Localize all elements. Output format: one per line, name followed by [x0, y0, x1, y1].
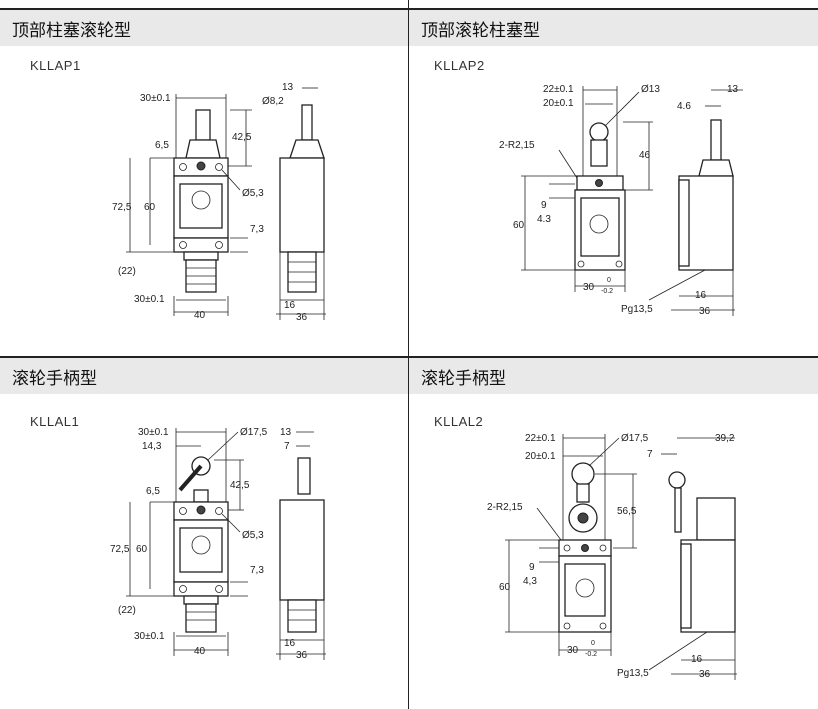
dimension-lines: [505, 434, 737, 680]
model-label-kllal2: KLLAL2: [434, 414, 484, 429]
dim-label: 42,5: [230, 480, 250, 491]
model-label-kllal1: KLLAL1: [30, 414, 80, 429]
model-label-kllap2: KLLAP2: [434, 58, 485, 73]
dim-label: 0: [607, 277, 611, 284]
front-view: [173, 456, 229, 633]
dim-label: 14,3: [142, 441, 162, 452]
dim-label: 30±0.1: [134, 294, 165, 305]
dim-label: 0: [591, 640, 595, 647]
drawing-kllap1: 30±0.1 13 Ø8,2 6,5 42,5 Ø5,3 72,5 60 7,3…: [112, 82, 326, 323]
dim-label: 60: [144, 202, 156, 213]
dim-label: 40: [194, 646, 206, 657]
dim-label: 16: [695, 290, 707, 301]
dim-label: 9: [541, 200, 547, 211]
dim-label: Ø5,3: [242, 530, 264, 541]
dim-label: 30±0.1: [140, 93, 171, 104]
front-view: [574, 122, 626, 271]
dim-label: 30±0.1: [134, 631, 165, 642]
dim-label: 39,2: [715, 433, 735, 444]
dim-label: 16: [691, 654, 703, 665]
dim-label: 30: [567, 645, 579, 656]
dim-label: 6,5: [155, 140, 169, 151]
dim-label: 30±0.1: [138, 427, 169, 438]
dim-label: 72,5: [110, 544, 130, 555]
dim-label: 22±0.1: [525, 433, 556, 444]
dim-label: 16: [284, 300, 296, 311]
dim-label: 42,5: [232, 132, 252, 143]
dim-label: Ø13: [641, 84, 660, 95]
drawing-kllap2: 22±0.1 20±0.1 Ø13 13 4.6 2-R2,15 46 9 4.…: [499, 84, 743, 317]
dim-label: 7: [647, 449, 653, 460]
dim-label: 46: [639, 150, 651, 161]
dim-label: Pg13,5: [621, 304, 653, 315]
dim-label: Ø8,2: [262, 96, 284, 107]
side-view: [279, 104, 325, 293]
dim-label: Ø17,5: [240, 427, 268, 438]
panel-title-top-plunger-roller: 顶部柱塞滚轮型: [0, 10, 408, 46]
dimension-lines: [126, 428, 326, 660]
side-view: [678, 119, 734, 271]
dimension-lines: [126, 87, 326, 320]
panel-title-top-roller-plunger: 顶部滚轮柱塞型: [409, 10, 818, 46]
dim-label: 9: [529, 562, 535, 573]
model-label-kllap1: KLLAP1: [30, 58, 81, 73]
dim-label: (22): [118, 266, 136, 277]
dim-label: 7,3: [250, 565, 264, 576]
dim-label: 36: [296, 650, 308, 661]
dim-label: 4,3: [523, 576, 537, 587]
dim-label: -0.2: [601, 288, 613, 295]
dim-label: Ø5,3: [242, 188, 264, 199]
dim-label: 60: [136, 544, 148, 555]
dim-label: Ø17,5: [621, 433, 649, 444]
top-border: [0, 8, 818, 10]
dim-label: 36: [699, 306, 711, 317]
dim-label: 7,3: [250, 224, 264, 235]
side-view: [279, 457, 325, 633]
front-view: [173, 109, 229, 293]
dimension-lines: [521, 86, 743, 316]
dim-label: 16: [284, 638, 296, 649]
dim-label: 4.6: [677, 101, 691, 112]
dim-label: 4.3: [537, 214, 551, 225]
dim-label: 36: [699, 669, 711, 680]
dim-label: 22±0.1: [543, 84, 574, 95]
dim-label: 60: [499, 582, 511, 593]
front-view: [558, 462, 612, 633]
drawing-kllal2: 22±0.1 20±0.1 Ø17,5 39,2 7 2-R2,15 56,5 …: [487, 433, 737, 680]
dim-label: 7: [284, 441, 290, 452]
dim-label: 2-R2,15: [487, 502, 523, 513]
dim-label: 13: [727, 84, 739, 95]
dim-label: 20±0.1: [525, 451, 556, 462]
dim-label: -0.2: [585, 651, 597, 658]
dim-label: 72,5: [112, 202, 132, 213]
panel-title-roller-lever-1: 滚轮手柄型: [0, 358, 408, 394]
dim-label: 13: [282, 82, 294, 93]
side-view: [668, 471, 736, 633]
middle-border: [0, 356, 818, 358]
dim-label: 56,5: [617, 506, 637, 517]
dim-label: 36: [296, 312, 308, 323]
dim-label: 30: [583, 282, 595, 293]
dim-label: 20±0.1: [543, 98, 574, 109]
dim-label: 13: [280, 427, 292, 438]
center-divider: [408, 0, 409, 709]
panel-title-roller-lever-2: 滚轮手柄型: [409, 358, 818, 394]
dim-label: (22): [118, 605, 136, 616]
drawing-kllal1: 30±0.1 14,3 Ø17,5 13 7 6,5 42,5 Ø5,3 72,…: [110, 427, 326, 661]
dim-label: 40: [194, 310, 206, 321]
dim-label: 2-R2,15: [499, 140, 535, 151]
dim-label: 60: [513, 220, 525, 231]
dim-label: 6,5: [146, 486, 160, 497]
dim-label: Pg13,5: [617, 668, 649, 679]
